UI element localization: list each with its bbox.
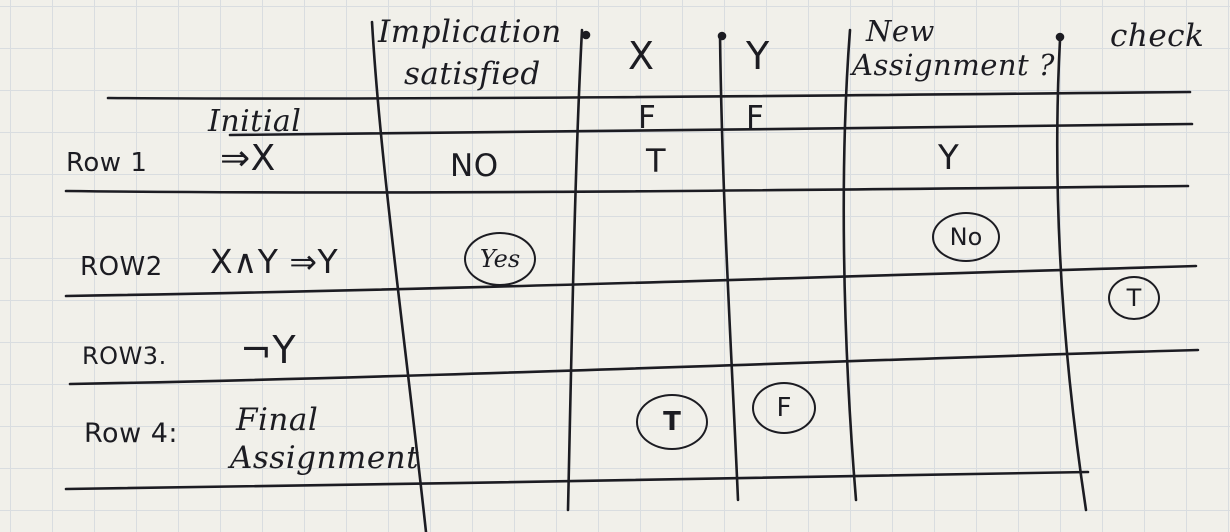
- row2-satisfied-circled: Yes: [464, 232, 536, 286]
- col-divider-2: [566, 28, 584, 512]
- initial-rule: [228, 122, 1194, 137]
- row1-formula: ⇒X: [220, 138, 276, 179]
- row2-check: T: [1126, 284, 1142, 312]
- row2-label: ROW2: [80, 252, 163, 282]
- header-y: Y: [746, 34, 770, 78]
- header-assignment: Assignment ?: [852, 48, 1055, 82]
- row1-x-value: T: [646, 142, 667, 180]
- header-new: New: [866, 14, 935, 48]
- row4-y-value: F: [776, 393, 792, 423]
- ink-dot: [581, 30, 591, 40]
- row4-x-circled: T: [636, 394, 708, 450]
- header-implication: Implication: [378, 14, 562, 50]
- initial-x-value: F: [638, 100, 657, 136]
- row4-x-value: T: [663, 407, 681, 437]
- row2-check-circled: T: [1108, 276, 1160, 320]
- header-rule: [106, 90, 1192, 100]
- ink-dot: [1055, 32, 1065, 42]
- row1-rule: [64, 184, 1190, 194]
- row2-new-assignment: No: [949, 223, 983, 251]
- row4-formula-line1: Final: [236, 402, 319, 438]
- row2-rule: [64, 264, 1198, 298]
- row2-satisfied: Yes: [479, 245, 521, 273]
- row4-rule: [64, 470, 1090, 491]
- col-divider-5: [1055, 38, 1088, 512]
- ink-dot: [717, 31, 727, 41]
- row1-satisfied: NO: [450, 148, 499, 184]
- row2-formula: X∧Y ⇒Y: [210, 242, 339, 281]
- header-check: check: [1110, 18, 1205, 54]
- initial-y-value: F: [746, 100, 765, 136]
- row1-new-assignment: Y: [938, 138, 960, 178]
- header-x: X: [628, 34, 655, 78]
- col-divider-1: [370, 20, 428, 532]
- row3-label: ROW3.: [82, 342, 167, 370]
- col-divider-3: [718, 32, 740, 502]
- row4-label: Row 4:: [84, 418, 179, 449]
- row4-y-circled: F: [752, 382, 816, 434]
- row4-formula-line2: Assignment: [230, 440, 420, 476]
- row1-label: Row 1: [66, 148, 148, 178]
- initial-label: Initial: [208, 104, 302, 139]
- row3-rule: [68, 348, 1200, 386]
- row2-new-assignment-circled: No: [932, 212, 1000, 262]
- col-divider-4: [842, 28, 858, 502]
- row3-formula: ¬Y: [240, 328, 297, 372]
- header-satisfied: satisfied: [404, 56, 541, 92]
